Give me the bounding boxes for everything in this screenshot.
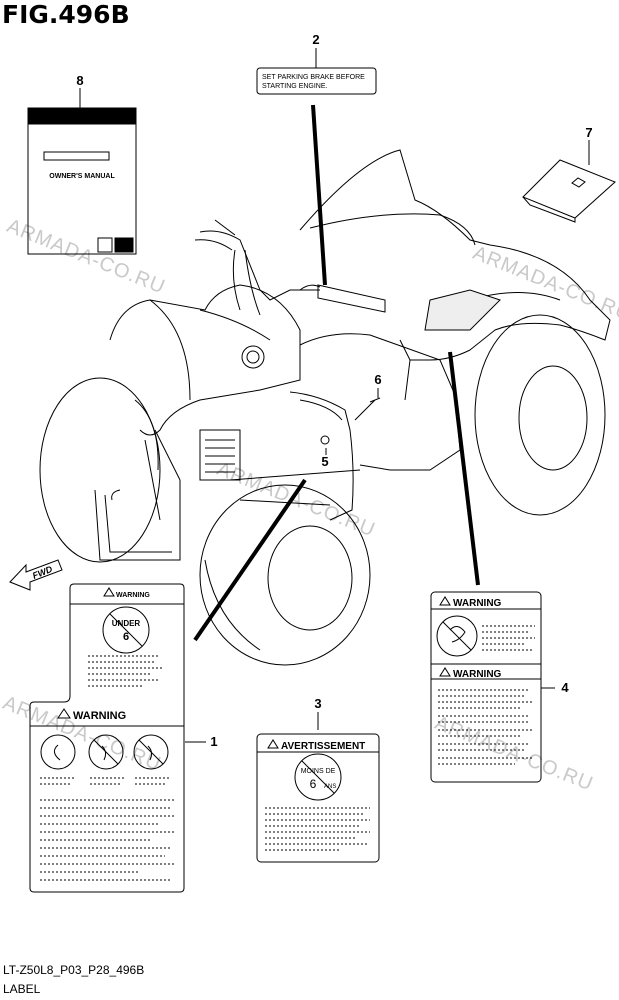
moins-de-text: MOINS DE [301,768,336,775]
figure-caption: LABEL [3,982,41,996]
under-number: 6 [123,631,129,643]
figure-title: FIG.496B [2,0,130,29]
label-1-top-warning: WARNING [116,592,150,599]
label-4-warning-top: WARNING [453,598,502,609]
label-3-avertissement [256,733,380,863]
callout-2: 2 [312,32,319,47]
label-owners-manual [27,107,137,255]
figure-code: LT-Z50L8_P03_P28_496B [3,963,145,977]
label-4-warning-bottom: WARNING [453,669,502,680]
label-1-warning-title: WARNING [73,710,126,722]
callout-8: 8 [76,73,83,88]
label-1-warning [29,583,185,893]
callout-1: 1 [210,734,217,749]
fwd-arrow [9,559,63,591]
ans-text: ANS [324,784,336,790]
parking-brake-text-line2: STARTING ENGINE. [262,83,328,90]
callout-5: 5 [321,454,328,469]
callout-3: 3 [314,696,321,711]
under-text: UNDER [112,619,141,628]
owners-manual-text: OWNER'S MANUAL [49,173,115,180]
six-text: 6 [310,777,317,791]
callout-6: 6 [374,372,381,387]
parking-brake-text-line1: SET PARKING BRAKE BEFORE [262,74,365,81]
fwd-text: FWD [31,564,54,581]
label-7-folded [522,159,616,223]
label-4-warning [430,591,542,783]
label-parking-brake [256,67,377,95]
callout-7: 7 [585,125,592,140]
atv-illustration [39,149,611,666]
avertissement-title: AVERTISSEMENT [281,741,365,752]
callout-4: 4 [561,680,569,695]
